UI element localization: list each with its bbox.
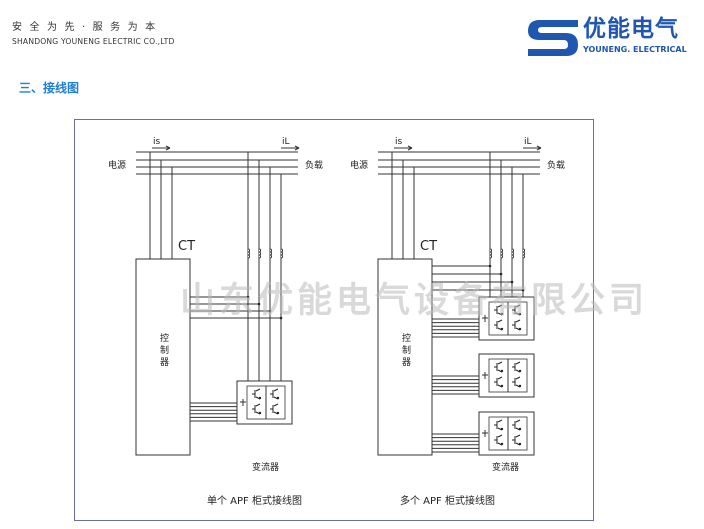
igbt-icon — [494, 376, 503, 388]
igbt-icon — [494, 434, 503, 446]
igbt-icon — [500, 427, 504, 431]
caption: 单个 APF 柜式接线图 — [207, 494, 302, 507]
igbt-icon — [500, 312, 504, 316]
junction-dot — [246, 295, 250, 299]
igbt-icon — [512, 361, 521, 373]
source-label: 电源 — [350, 159, 368, 171]
junction-dot — [268, 309, 272, 313]
converter-label: 变流器 — [252, 461, 279, 473]
logo-icon — [528, 20, 578, 56]
converter-box — [478, 411, 535, 456]
slogan: 安全为先·服务为本 — [12, 22, 163, 33]
ct-coil-icon — [258, 248, 261, 259]
il-label: iL — [524, 137, 532, 147]
il-label: iL — [282, 137, 290, 147]
converter-label: 变流器 — [492, 461, 519, 473]
junction-dot — [488, 264, 492, 268]
igbt-icon — [500, 327, 504, 331]
ct-coil-icon — [511, 248, 514, 259]
ct-coil-icon — [247, 248, 250, 259]
diagram-frame — [74, 119, 594, 521]
igbt-icon — [512, 434, 521, 446]
controller-label: 控制器 — [158, 333, 168, 369]
igbt-icon — [494, 304, 503, 316]
il-arrow-icon — [281, 145, 300, 151]
converter-box — [478, 296, 535, 341]
igbt-icon — [252, 403, 261, 415]
ct-label: CT — [178, 239, 195, 254]
junction-dot — [499, 272, 503, 276]
igbt-icon — [518, 312, 522, 316]
igbt-icon — [276, 396, 280, 400]
is-arrow-icon — [152, 145, 171, 151]
igbt-icon — [512, 304, 521, 316]
load-label: 负载 — [547, 159, 565, 171]
igbt-icon — [518, 327, 522, 331]
ct-coil-icon — [522, 248, 525, 259]
ct-label: CT — [420, 239, 437, 254]
igbt-icon — [494, 319, 503, 331]
brand-name: 优能电气 — [583, 16, 679, 42]
load-label: 负载 — [305, 159, 323, 171]
caption: 多个 APF 柜式接线图 — [400, 494, 495, 507]
junction-dot — [257, 302, 261, 306]
is-label: is — [153, 137, 161, 147]
igbt-icon — [512, 376, 521, 388]
single-apf-diagram: 电源 负载 is iL CT 单个 APF 柜式接线图 变流器 — [108, 137, 323, 507]
igbt-icon — [494, 361, 503, 373]
igbt-icon — [518, 427, 522, 431]
junction-dot — [279, 316, 283, 320]
igbt-icon — [500, 384, 504, 388]
il-arrow-icon — [523, 145, 542, 151]
ct-coil-icon — [269, 248, 272, 259]
junction-dot — [510, 280, 514, 284]
controller-box — [135, 258, 191, 456]
igbt-icon — [258, 411, 262, 415]
igbt-icon — [258, 396, 262, 400]
controller-box — [377, 258, 433, 456]
igbt-icon — [276, 411, 280, 415]
controller-label: 控制器 — [400, 333, 410, 369]
is-arrow-icon — [394, 145, 413, 151]
igbt-icon — [494, 419, 503, 431]
igbt-icon — [518, 442, 522, 446]
igbt-icon — [270, 403, 279, 415]
igbt-icon — [252, 388, 261, 400]
converter-box — [478, 353, 535, 398]
company-name: SHANDONG YOUNENG ELECTRIC CO.,LTD — [12, 37, 175, 46]
igbt-icon — [518, 369, 522, 373]
igbt-icon — [518, 384, 522, 388]
junction-dot — [521, 288, 525, 292]
is-label: is — [395, 137, 403, 147]
source-label: 电源 — [108, 159, 126, 171]
igbt-icon — [512, 319, 521, 331]
multi-apf-diagram: 电源 负载 is iL CT 多个 APF 柜式接线图 变流器 — [350, 137, 565, 507]
watermark: 山东优能电气设备有限公司 — [180, 281, 648, 321]
ct-coil-icon — [280, 248, 283, 259]
igbt-icon — [512, 419, 521, 431]
ct-coil-icon — [489, 248, 492, 259]
ct-coil-icon — [500, 248, 503, 259]
igbt-icon — [500, 442, 504, 446]
igbt-icon — [500, 369, 504, 373]
brand-name-en: YOUNENG. ELECTRICAL — [583, 45, 687, 54]
igbt-icon — [270, 388, 279, 400]
converter-box — [236, 380, 293, 425]
section-title: 三、接线图 — [19, 81, 80, 95]
